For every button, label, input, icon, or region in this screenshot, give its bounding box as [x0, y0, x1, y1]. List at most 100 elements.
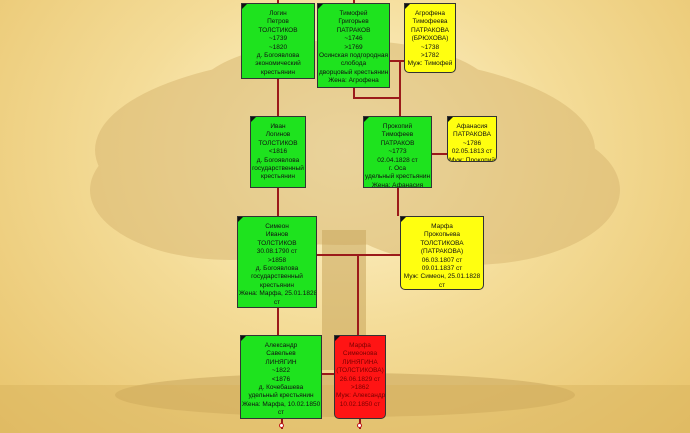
person-detail-line: 30.08.1790 ст — [256, 248, 298, 256]
person-detail-line: (ТОЛСТИКОВА) — [336, 367, 384, 375]
person-detail-line: >1769 — [344, 43, 363, 51]
person-detail-line: Иванов — [265, 231, 289, 239]
person-detail-line: Симеонова — [342, 350, 378, 358]
person-detail-line: ПАТРАКОВ — [336, 26, 371, 34]
connector-line — [432, 153, 448, 155]
person-detail-line: 02.04.1828 ст — [377, 156, 418, 164]
person-detail-line: 02.05.1813 ст — [451, 148, 493, 156]
person-detail-line: д. Богоявлова — [255, 265, 299, 273]
connector-line — [322, 373, 334, 375]
person-detail-line: Жена: Марфа, 25.01.1828 — [239, 290, 317, 298]
connector-line — [397, 188, 399, 216]
person-corner-marker — [238, 217, 244, 223]
person-detail-line: ПАТРАКОВА — [411, 26, 449, 34]
person-detail-line: Марфа — [349, 342, 371, 349]
person-detail-line: Александр — [264, 342, 298, 349]
person-detail-line: ~1773 — [388, 148, 407, 156]
person-detail-line: ~1820 — [268, 43, 288, 51]
person-detail-line: Логинов — [265, 131, 291, 139]
person-detail-line: Муж: Александр, — [336, 392, 386, 400]
expand-children-handle[interactable] — [279, 423, 284, 428]
person-detail-line: 26.06.1829 ст — [339, 375, 381, 383]
person-detail-line: д. Кочебашева — [258, 384, 304, 392]
person-detail-line: г. Оса — [388, 165, 407, 173]
person-corner-marker — [364, 117, 370, 123]
person-detail-line: крестьянин — [260, 173, 296, 181]
person-detail-line: ТОЛСТИКОВ — [258, 139, 298, 147]
person-detail-line: >1782 — [420, 52, 440, 60]
person-detail-line: Иван — [270, 123, 286, 130]
person-detail-line: Осинская подгородная — [319, 52, 388, 60]
person-detail-line: Муж: Прокопий — [449, 156, 495, 162]
person-detail-line: ТОЛСТИКОВ — [258, 26, 298, 34]
person-detail-line: дворцовый крестьянин — [319, 68, 389, 76]
connector-line — [277, 308, 279, 335]
person-corner-marker — [251, 117, 257, 123]
person-detail-line: государственный — [251, 273, 303, 281]
person-detail-line: Афанасия — [456, 123, 488, 130]
person-detail-line: ТОЛСТИКОВ — [257, 239, 297, 247]
person-detail-line: Жена: Афанасия — [371, 181, 424, 188]
person-corner-marker — [242, 4, 248, 10]
person-corner-marker — [318, 4, 324, 10]
connector-line — [353, 0, 355, 4]
connector-line — [353, 88, 355, 98]
person-detail-line: ~1822 — [271, 367, 291, 375]
person-detail-line: Агрофена — [414, 10, 446, 17]
person-detail-line: Тимофеев — [381, 131, 414, 139]
person-corner-marker — [401, 217, 407, 223]
person-detail-line: ЛИНЯГИНА — [342, 358, 378, 366]
person-detail-line: ЛИНЯГИН — [265, 358, 297, 366]
expand-children-handle[interactable] — [357, 423, 362, 428]
person-detail-line: ст — [273, 298, 281, 306]
person-detail-line: Григорьев — [338, 18, 369, 26]
person-detail-line: Тимофеева — [412, 18, 448, 26]
person-detail-line: ПАТРАКОВ — [380, 139, 415, 147]
person-detail-line: ~1746 — [344, 35, 363, 43]
person-detail-line: Тимофей — [339, 10, 368, 17]
person-detail-line: Жена: Марфа, 10.02.1850 — [242, 400, 321, 408]
person-detail-line: ~1738 — [420, 43, 440, 51]
person-detail-line: Савельев — [266, 350, 296, 358]
person-detail-line: д. Богоявлова — [256, 52, 300, 60]
person-detail-line: <1876 — [271, 375, 291, 383]
person-detail-line: ТОЛСТИКОВА — [420, 239, 464, 247]
person-detail-line: Муж: Тимофей — [407, 60, 453, 68]
person-detail-line: >1862 — [350, 384, 370, 392]
person-detail-line: Прокопьева — [424, 231, 460, 239]
person-detail-line: д. Богоявлова — [256, 156, 300, 164]
person-detail-line: экономический — [255, 60, 301, 68]
person-corner-marker — [448, 117, 454, 123]
person-detail-line: Муж: Симеон, 25.01.1828 — [403, 273, 481, 281]
person-detail-line: >1858 — [267, 256, 287, 264]
person-detail-line: 09.01.1837 ст — [421, 265, 463, 273]
person-detail-line: ст — [438, 281, 446, 289]
person-corner-marker — [335, 336, 341, 342]
person-detail-line: Марфа — [431, 223, 453, 230]
person-detail-line: государственный — [252, 165, 304, 173]
person-detail-line: <1816 — [268, 148, 288, 156]
connector-line — [277, 188, 279, 216]
connector-line — [317, 254, 401, 256]
connector-line — [353, 97, 400, 99]
